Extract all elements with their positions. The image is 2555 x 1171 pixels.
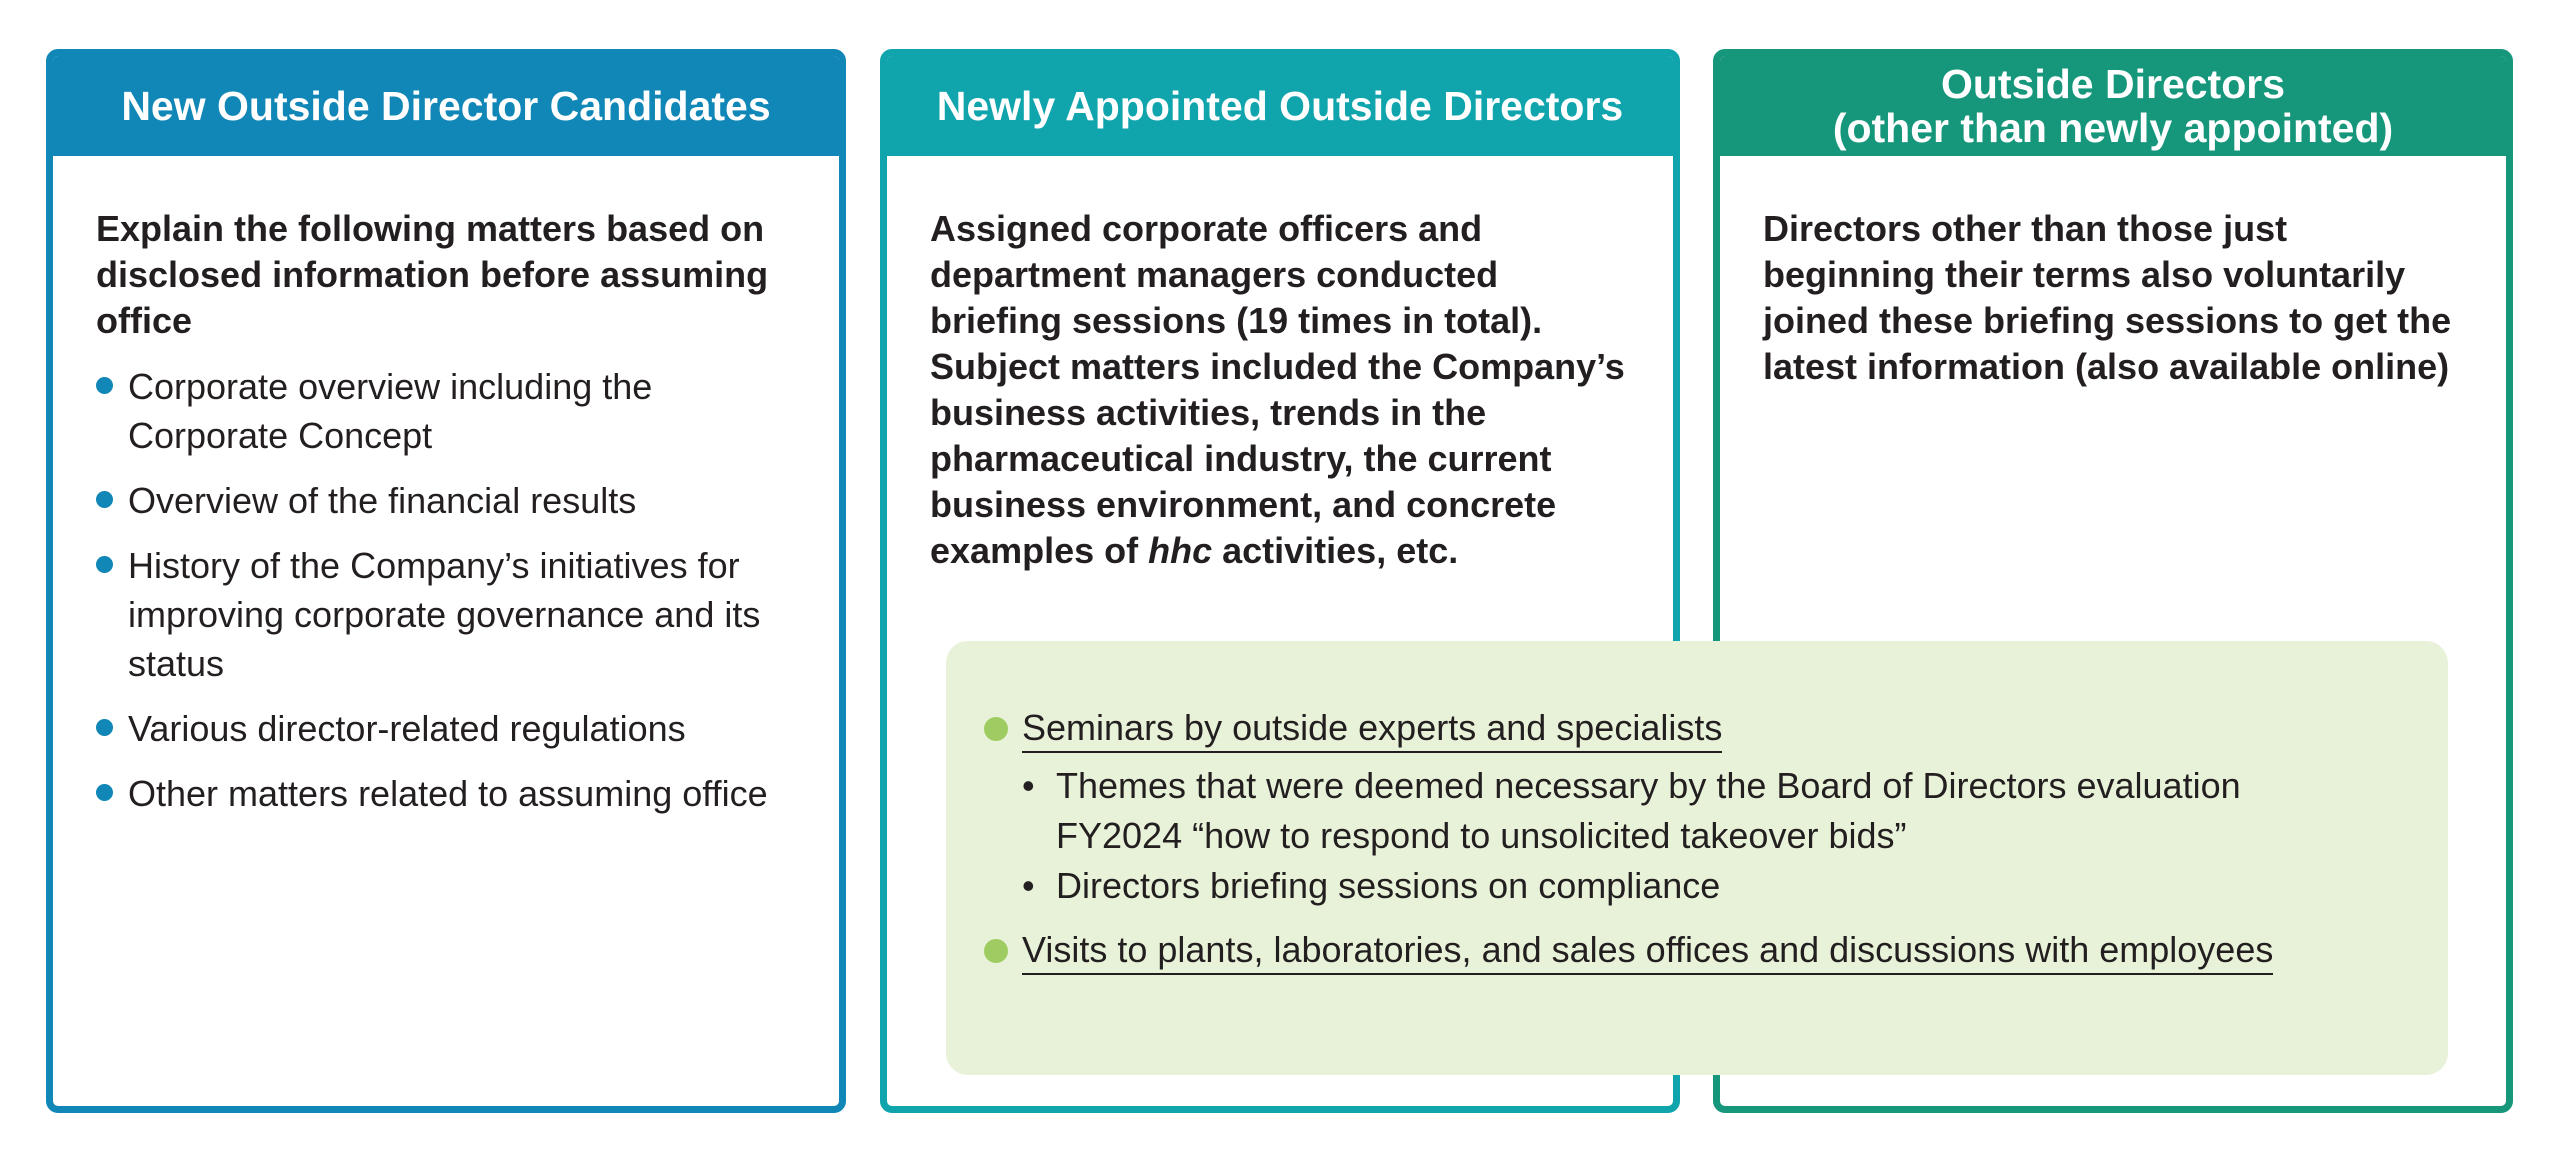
- panel-title: New Outside Director Candidates: [121, 83, 771, 129]
- sub-list: • Themes that were deemed necessary by t…: [1022, 761, 2408, 911]
- panel-body: Explain the following matters based on d…: [53, 156, 839, 818]
- panel-body: Assigned corporate officers and departme…: [887, 156, 1673, 574]
- list-item: Other matters related to assuming office: [96, 769, 795, 818]
- panel-title-line-2: (other than newly appointed): [1832, 105, 2394, 151]
- green-bullet-icon: [984, 939, 1008, 963]
- topic-list: Corporate overview including the Corpora…: [96, 362, 795, 818]
- bullet-dot-icon: [96, 784, 113, 801]
- activity-title: Visits to plants, laboratories, and sale…: [1022, 929, 2274, 975]
- panel-lead: Directors other than those just beginnin…: [1763, 208, 2452, 387]
- bullet-dot-icon: [96, 377, 113, 394]
- panel-lead: Assigned corporate officers and departme…: [930, 208, 1625, 571]
- panel-new-candidates: New Outside Director Candidates Explain …: [46, 49, 846, 1113]
- panel-header: Newly Appointed Outside Directors: [887, 56, 1673, 156]
- list-item: Overview of the financial results: [96, 476, 795, 525]
- list-item: History of the Company’s initiatives for…: [96, 541, 795, 688]
- bullet-dot-icon: [96, 491, 113, 508]
- small-bullet-icon: •: [1022, 765, 1035, 806]
- common-activities-box: Seminars by outside experts and speciali…: [946, 641, 2448, 1075]
- panel-title: Newly Appointed Outside Directors: [936, 83, 1624, 129]
- list-item: Corporate overview including the Corpora…: [96, 362, 795, 460]
- sub-list-item: • Themes that were deemed necessary by t…: [1022, 761, 2408, 861]
- list-item: Seminars by outside experts and speciali…: [984, 705, 2408, 911]
- panel-lead: Explain the following matters based on d…: [96, 208, 769, 341]
- list-item: Visits to plants, laboratories, and sale…: [984, 927, 2408, 975]
- panel-header: New Outside Director Candidates: [53, 56, 839, 156]
- activity-title: Seminars by outside experts and speciali…: [1022, 707, 1723, 753]
- panel-title-line-1: Outside Directors: [1940, 61, 2286, 107]
- green-bullet-icon: [984, 717, 1008, 741]
- hhc-term: hhc: [1148, 530, 1213, 571]
- panel-body: Directors other than those just beginnin…: [1720, 156, 2506, 390]
- small-bullet-icon: •: [1022, 865, 1035, 906]
- panel-header: Outside Directors (other than newly appo…: [1720, 56, 2506, 156]
- list-item: Various director-related regulations: [96, 704, 795, 753]
- sub-list-item: • Directors briefing sessions on complia…: [1022, 861, 2408, 911]
- bullet-dot-icon: [96, 556, 113, 573]
- bullet-dot-icon: [96, 719, 113, 736]
